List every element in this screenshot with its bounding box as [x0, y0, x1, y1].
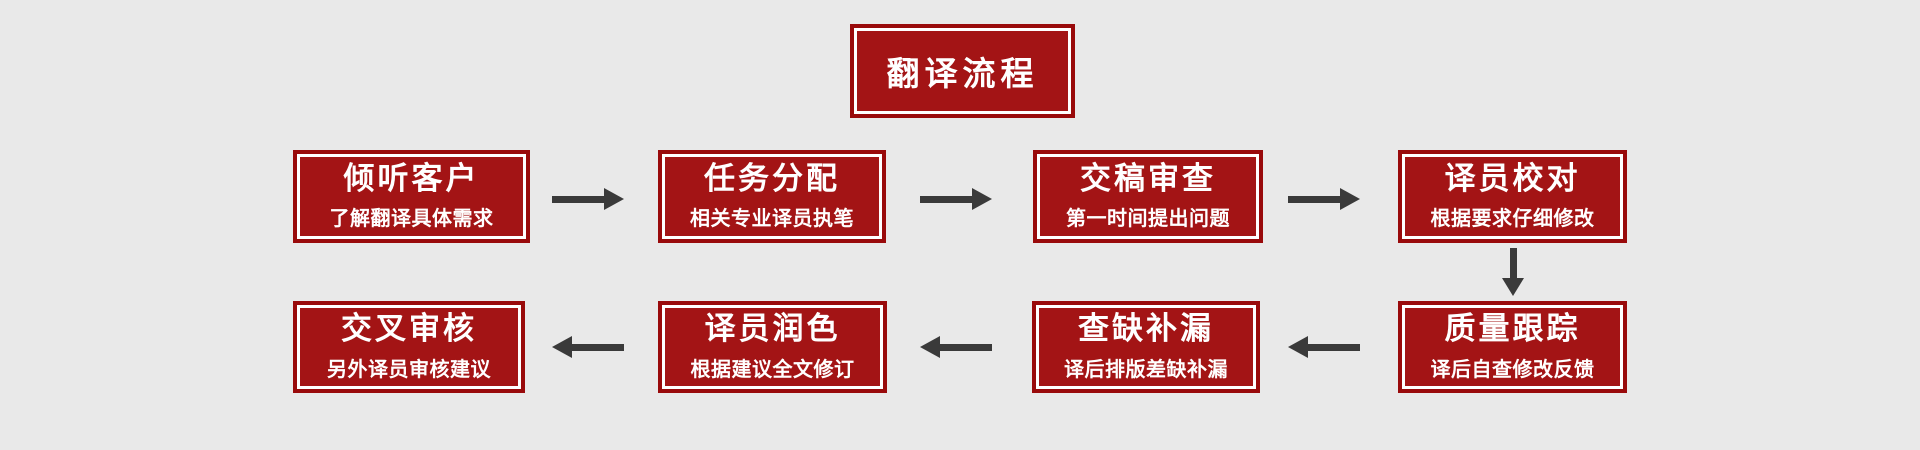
- arrow-shaft: [1288, 195, 1340, 203]
- arrow-right-icon: [920, 188, 992, 210]
- arrow-head: [1502, 278, 1524, 296]
- arrow-head: [604, 188, 624, 210]
- arrow-head: [1340, 188, 1360, 210]
- arrow-left-icon: [920, 336, 992, 358]
- arrow-shaft: [940, 343, 992, 351]
- step-subtitle: 译后自查修改反馈: [1430, 358, 1595, 381]
- step-subtitle: 第一时间提出问题: [1066, 208, 1230, 231]
- arrow-head: [552, 336, 572, 358]
- arrow-head: [920, 336, 940, 358]
- step-title: 倾听客户: [343, 160, 480, 196]
- diagram-title-box: 翻译流程: [850, 24, 1075, 118]
- step-subtitle: 根据要求仔细修改: [1430, 208, 1595, 231]
- arrow-shaft: [920, 195, 972, 203]
- step-title: 查缺补漏: [1078, 311, 1214, 347]
- flow-step-translator-polish: 译员润色 根据建议全文修订: [658, 301, 887, 393]
- arrow-left-icon: [552, 336, 624, 358]
- flow-step-listen-customer: 倾听客户 了解翻译具体需求: [293, 150, 530, 243]
- flow-step-task-assignment: 任务分配 相关专业译员执笔: [658, 150, 886, 243]
- flow-step-cross-review: 交叉审核 另外译员审核建议: [293, 301, 525, 393]
- arrow-down-icon: [1502, 248, 1524, 296]
- flow-step-draft-review: 交稿审查 第一时间提出问题: [1033, 150, 1263, 243]
- step-title: 交稿审查: [1080, 160, 1216, 196]
- diagram-title: 翻译流程: [886, 55, 1039, 92]
- arrow-shaft: [1308, 343, 1360, 351]
- arrow-shaft: [552, 195, 604, 203]
- step-title: 译员润色: [704, 311, 841, 347]
- step-subtitle: 另外译员审核建议: [327, 358, 491, 381]
- flow-step-translator-proofread: 译员校对 根据要求仔细修改: [1398, 150, 1627, 243]
- arrow-shaft: [1509, 248, 1517, 278]
- arrow-head: [972, 188, 992, 210]
- step-title: 质量跟踪: [1444, 311, 1581, 347]
- flow-step-quality-tracking: 质量跟踪 译后自查修改反馈: [1398, 301, 1627, 393]
- step-title: 任务分配: [704, 160, 840, 196]
- step-subtitle: 相关专业译员执笔: [690, 208, 854, 231]
- step-title: 译员校对: [1444, 160, 1581, 196]
- step-subtitle: 根据建议全文修订: [690, 358, 855, 381]
- step-title: 交叉审核: [341, 311, 477, 347]
- step-subtitle: 了解翻译具体需求: [329, 208, 494, 231]
- arrow-shaft: [572, 343, 624, 351]
- arrow-head: [1288, 336, 1308, 358]
- step-subtitle: 译后排版差缺补漏: [1064, 358, 1228, 381]
- flow-step-fill-gaps: 查缺补漏 译后排版差缺补漏: [1032, 301, 1260, 393]
- arrow-right-icon: [1288, 188, 1360, 210]
- arrow-left-icon: [1288, 336, 1360, 358]
- arrow-right-icon: [552, 188, 624, 210]
